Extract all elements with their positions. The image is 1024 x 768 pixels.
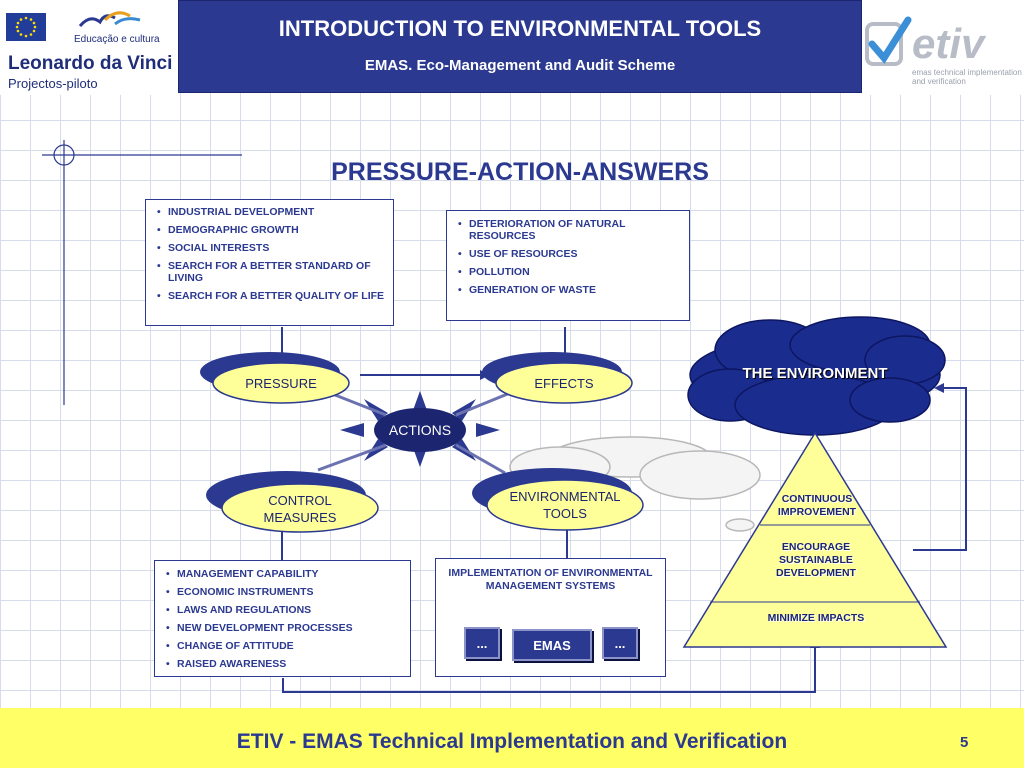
etiv-logo — [862, 0, 1024, 95]
pyramid-bottom-label: MINIMIZE IMPACTS — [767, 612, 865, 624]
environment-cloud — [687, 316, 946, 436]
emas-ellipsis-right: ... — [602, 627, 638, 659]
pressure-causes-box: INDUSTRIAL DEVELOPMENT DEMOGRAPHIC GROWT… — [145, 199, 394, 326]
eu-flag-icon — [6, 13, 46, 41]
loop-bottom — [282, 648, 816, 693]
environment-label: THE ENVIRONMENT — [742, 364, 888, 382]
control-label: CONTROL MEASURES — [263, 493, 337, 525]
etiv-tagline: emas technical implementation and verifi… — [912, 68, 1022, 86]
list-item: MANAGEMENT CAPABILITY — [166, 568, 402, 580]
control-list-box: MANAGEMENT CAPABILITY ECONOMIC INSTRUMEN… — [154, 560, 411, 677]
control-oval — [206, 471, 379, 533]
list-item: SEARCH FOR A BETTER QUALITY OF LIFE — [157, 290, 385, 302]
effects-list-box: DETERIORATION OF NATURAL RESOURCES USE O… — [446, 210, 690, 321]
implementation-box: IMPLEMENTATION OF ENVIRONMENTAL MANAGEME… — [435, 558, 666, 677]
loop-right — [913, 387, 967, 551]
connectors — [281, 327, 967, 693]
effects-list: DETERIORATION OF NATURAL RESOURCES USE O… — [455, 218, 681, 296]
list-item: NEW DEVELOPMENT PROCESSES — [166, 622, 402, 634]
list-item: GENERATION OF WASTE — [458, 284, 681, 296]
decor-crosshair — [42, 140, 242, 405]
tools-oval — [472, 468, 644, 531]
program-label: Educação e cultura — [74, 34, 160, 45]
actions-label: ACTIONS — [388, 422, 452, 438]
list-item: LAWS AND REGULATIONS — [166, 604, 402, 616]
list-item: DEMOGRAPHIC GROWTH — [157, 224, 385, 236]
check-mark-icon — [865, 16, 912, 66]
list-item: RAISED AWARENESS — [166, 658, 402, 670]
pressure-causes-list: INDUSTRIAL DEVELOPMENT DEMOGRAPHIC GROWT… — [154, 206, 385, 302]
pyramid — [682, 431, 948, 648]
header-subtitle: EMAS. Eco-Management and Audit Scheme — [364, 57, 676, 74]
actions-links — [317, 391, 511, 475]
list-item: SEARCH FOR A BETTER STANDARD OF LIVING — [157, 260, 385, 284]
pressure-label: PRESSURE — [245, 375, 317, 391]
list-item: SOCIAL INTERESTS — [157, 242, 385, 254]
page-number: 5 — [960, 734, 969, 751]
emas-label: EMAS — [512, 629, 592, 661]
list-item: ECONOMIC INSTRUMENTS — [166, 586, 402, 598]
pyramid-middle-label: ENCOURAGE SUSTAINABLE DEVELOPMENT — [776, 541, 856, 579]
list-item: DETERIORATION OF NATURAL RESOURCES — [458, 218, 681, 242]
list-item: CHANGE OF ATTITUDE — [166, 640, 402, 652]
footer-band — [0, 708, 1024, 768]
diagram-canvas — [42, 140, 967, 693]
pressure-oval — [200, 352, 350, 404]
emas-ellipsis-left: ... — [464, 627, 500, 659]
slide-title: PRESSURE-ACTION-ANSWERS — [331, 158, 709, 186]
birds-logo-icon — [78, 11, 141, 27]
etiv-wordmark: etiv — [912, 20, 985, 67]
header-band — [178, 0, 862, 93]
effects-label: EFFECTS — [534, 375, 594, 391]
ldv-name: Leonardo da Vinci — [8, 53, 173, 74]
control-list: MANAGEMENT CAPABILITY ECONOMIC INSTRUMEN… — [163, 568, 402, 670]
program-logos: Educação e cultura Leonardo da Vinci Pro… — [0, 0, 178, 95]
effects-oval — [482, 352, 633, 404]
list-item: INDUSTRIAL DEVELOPMENT — [157, 206, 385, 218]
implementation-title: IMPLEMENTATION OF ENVIRONMENTAL MANAGEME… — [448, 567, 653, 592]
list-item: POLLUTION — [458, 266, 681, 278]
env-tools-label: ENVIRONMENTAL TOOLS — [509, 489, 621, 521]
footer-text: ETIV - EMAS Technical Implementation and… — [236, 730, 788, 753]
pyramid-top-label: CONTINUOUS IMPROVEMENT — [777, 493, 857, 518]
ldv-subtitle: Projectos-piloto — [8, 76, 98, 91]
list-item: USE OF RESOURCES — [458, 248, 681, 260]
header-title: INTRODUCTION TO ENVIRONMENTAL TOOLS — [278, 16, 762, 41]
